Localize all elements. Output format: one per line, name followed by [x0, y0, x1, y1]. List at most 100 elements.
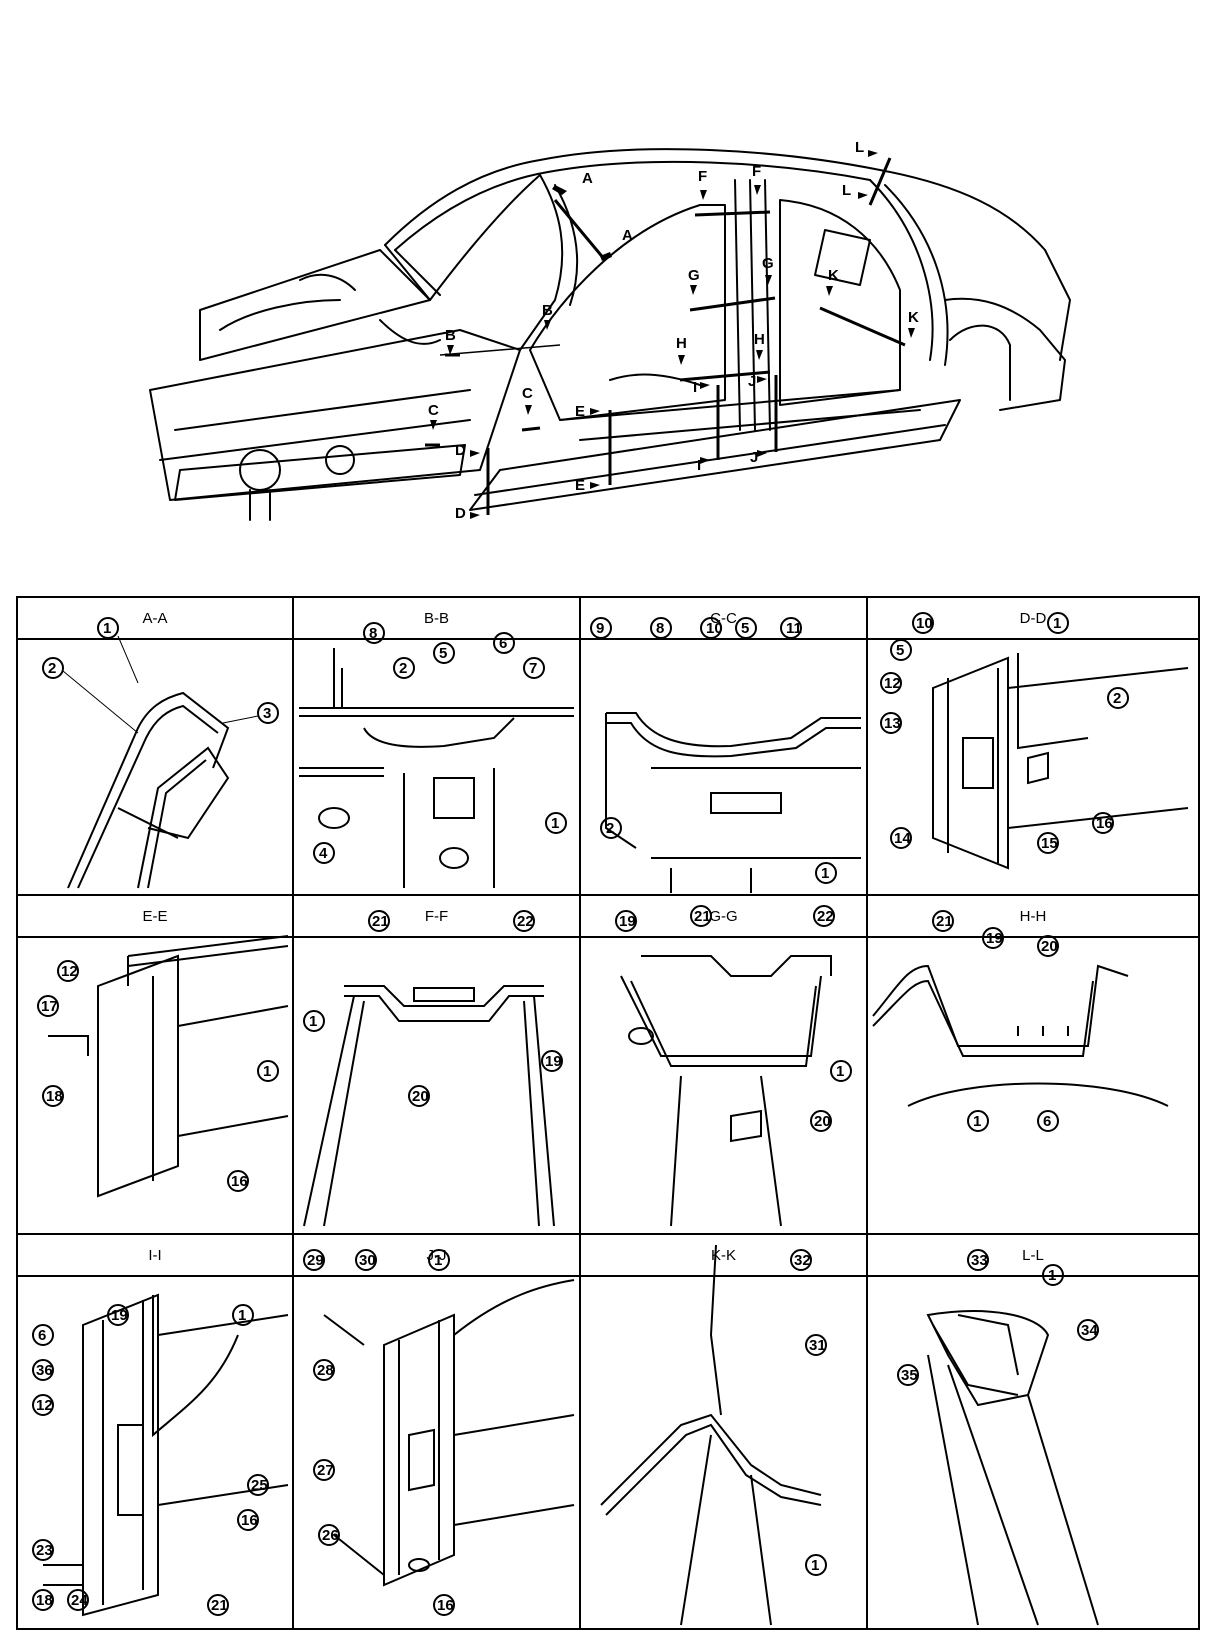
svg-text:A: A — [582, 170, 593, 187]
svg-text:35: 35 — [901, 1367, 918, 1384]
section-l-l-drawing: 33 1 34 35 — [897, 1249, 1099, 1626]
section-k-k: K-K 32 31 1 — [581, 1235, 866, 1630]
svg-text:1: 1 — [973, 1113, 981, 1130]
section-b-b: B-B 8 2 5 6 7 4 1 — [294, 598, 579, 894]
section-title: D-D — [868, 598, 1198, 640]
svg-text:1: 1 — [836, 1063, 844, 1080]
section-h-h: H-H 21 19 20 1 6 — [868, 896, 1198, 1233]
svg-text:36: 36 — [36, 1362, 53, 1379]
svg-text:21: 21 — [372, 913, 389, 930]
section-title: A-A — [18, 598, 292, 640]
svg-text:8: 8 — [656, 620, 664, 637]
vehicle-body-structure: A A B B C C D D E E F F G G H H I I J J … — [149, 139, 1071, 522]
section-d-d-drawing: 10 1 5 12 2 13 14 15 16 — [880, 612, 1189, 870]
svg-text:B: B — [542, 302, 553, 319]
svg-text:20: 20 — [1041, 938, 1058, 955]
svg-text:18: 18 — [46, 1088, 63, 1105]
svg-text:13: 13 — [884, 715, 901, 732]
svg-text:19: 19 — [619, 913, 636, 930]
section-title: F-F — [294, 896, 579, 938]
svg-text:E: E — [575, 477, 585, 494]
section-f-f-drawing: 21 22 1 19 20 — [303, 910, 563, 1227]
svg-text:16: 16 — [241, 1512, 258, 1529]
svg-text:12: 12 — [61, 963, 78, 980]
svg-text:25: 25 — [251, 1477, 268, 1494]
svg-text:5: 5 — [896, 642, 904, 659]
section-d-d: D-D 10 1 5 12 2 13 14 15 16 — [868, 598, 1198, 894]
svg-text:G: G — [688, 267, 700, 284]
svg-text:1: 1 — [309, 1013, 317, 1030]
svg-text:12: 12 — [36, 1397, 53, 1414]
svg-text:1: 1 — [434, 1252, 442, 1269]
section-title: H-H — [868, 896, 1198, 938]
section-b-b-drawing: 8 2 5 6 7 4 1 — [299, 622, 574, 888]
svg-text:1: 1 — [1053, 615, 1061, 632]
svg-text:I: I — [697, 457, 701, 474]
section-detail-grid: A-A 1 2 3 B-B — [16, 596, 1200, 1630]
svg-text:K: K — [828, 267, 839, 284]
section-e-e-drawing: 12 17 18 1 16 — [37, 935, 289, 1198]
svg-text:L: L — [842, 182, 851, 199]
svg-text:18: 18 — [36, 1592, 53, 1609]
section-i-i-drawing: 19 1 6 36 12 25 23 16 18 24 21 — [32, 1293, 289, 1617]
svg-text:F: F — [698, 168, 707, 185]
svg-text:12: 12 — [884, 675, 901, 692]
svg-text:23: 23 — [36, 1542, 53, 1559]
svg-text:5: 5 — [741, 620, 749, 637]
section-i-i: I-I 19 1 6 36 12 25 23 16 18 24 — [18, 1235, 292, 1630]
svg-text:34: 34 — [1081, 1322, 1098, 1339]
svg-text:17: 17 — [41, 998, 58, 1015]
section-title: G-G — [581, 896, 866, 938]
svg-text:J: J — [750, 449, 758, 466]
svg-text:10: 10 — [916, 615, 933, 632]
svg-text:2: 2 — [1113, 690, 1121, 707]
svg-text:30: 30 — [359, 1252, 376, 1269]
svg-text:20: 20 — [412, 1088, 429, 1105]
svg-text:16: 16 — [437, 1597, 454, 1614]
svg-text:D: D — [455, 442, 466, 459]
section-l-l: L-L 33 1 34 35 — [868, 1235, 1198, 1630]
svg-text:16: 16 — [1096, 815, 1113, 832]
section-h-h-drawing: 21 19 20 1 6 — [872, 910, 1169, 1132]
section-j-j: J-J 29 30 1 28 27 26 16 — [294, 1235, 579, 1630]
svg-text:16: 16 — [231, 1173, 248, 1190]
section-f-f: F-F 21 22 1 19 20 — [294, 896, 579, 1233]
svg-text:1: 1 — [238, 1307, 246, 1324]
section-title: B-B — [294, 598, 579, 640]
section-c-c-drawing: 9 8 10 5 11 2 1 — [590, 617, 861, 893]
svg-text:5: 5 — [439, 645, 447, 662]
svg-text:1: 1 — [551, 815, 559, 832]
svg-text:31: 31 — [809, 1337, 826, 1354]
svg-text:20: 20 — [814, 1113, 831, 1130]
svg-text:B: B — [445, 327, 456, 344]
section-g-g: G-G 19 21 22 1 20 — [581, 896, 866, 1233]
svg-text:19: 19 — [111, 1307, 128, 1324]
svg-text:28: 28 — [317, 1362, 334, 1379]
svg-text:1: 1 — [811, 1557, 819, 1574]
svg-text:1: 1 — [103, 620, 111, 637]
svg-text:3: 3 — [263, 705, 271, 722]
svg-text:21: 21 — [936, 913, 953, 930]
svg-text:22: 22 — [517, 913, 534, 930]
svg-text:6: 6 — [38, 1327, 46, 1344]
svg-text:15: 15 — [1041, 835, 1058, 852]
section-title: L-L — [868, 1235, 1198, 1277]
section-title: I-I — [18, 1235, 292, 1277]
svg-text:21: 21 — [211, 1597, 228, 1614]
section-a-a-drawing: 1 2 3 — [42, 617, 279, 889]
svg-text:D: D — [455, 505, 466, 522]
svg-text:1: 1 — [821, 865, 829, 882]
svg-text:H: H — [754, 331, 765, 348]
svg-text:26: 26 — [322, 1527, 339, 1544]
svg-text:19: 19 — [545, 1053, 562, 1070]
svg-text:1: 1 — [263, 1063, 271, 1080]
svg-text:32: 32 — [794, 1252, 811, 1269]
svg-text:10: 10 — [706, 620, 723, 637]
svg-text:C: C — [522, 385, 533, 402]
section-title: K-K — [581, 1235, 866, 1277]
section-g-g-drawing: 19 21 22 1 20 — [615, 905, 852, 1227]
svg-text:29: 29 — [307, 1252, 324, 1269]
svg-text:14: 14 — [894, 830, 911, 847]
svg-text:2: 2 — [606, 820, 614, 837]
svg-text:6: 6 — [1043, 1113, 1051, 1130]
